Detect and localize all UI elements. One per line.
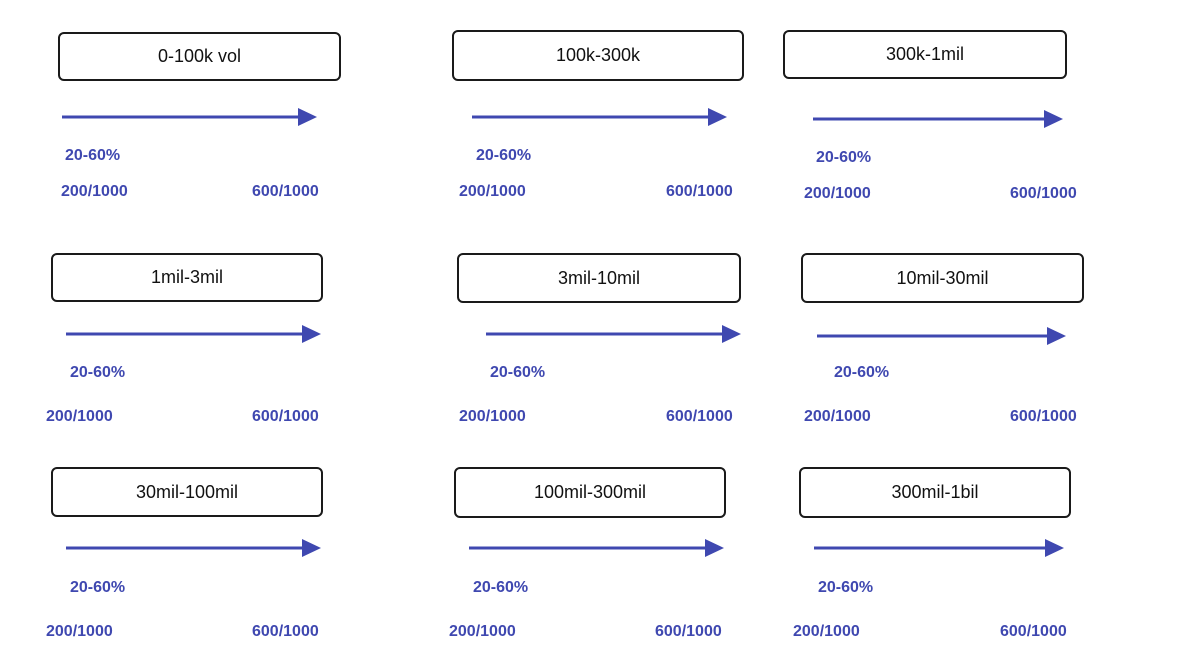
percent-label: 20-60% <box>65 147 121 164</box>
low-value: 200/1000 <box>804 408 871 425</box>
high-value: 600/1000 <box>666 183 733 200</box>
range-box-7: 100mil-300mil <box>454 467 726 518</box>
low-value: 200/1000 <box>793 623 860 640</box>
low-value: 200/1000 <box>61 183 128 200</box>
low-value: 200/1000 <box>46 623 113 640</box>
percent-label: 20-60% <box>490 364 546 381</box>
percent-label: 20-60% <box>473 579 529 596</box>
high-value: 600/1000 <box>252 408 319 425</box>
arrow-icon <box>469 539 724 557</box>
range-box-3: 1mil-3mil <box>51 253 323 302</box>
low-value: 200/1000 <box>459 183 526 200</box>
high-value: 600/1000 <box>252 623 319 640</box>
range-box-5: 10mil-30mil <box>801 253 1084 303</box>
low-value: 200/1000 <box>46 408 113 425</box>
percent-label: 20-60% <box>70 579 126 596</box>
range-box-1: 100k-300k <box>452 30 744 81</box>
low-value: 200/1000 <box>449 623 516 640</box>
high-value: 600/1000 <box>1010 185 1077 202</box>
range-box-2: 300k-1mil <box>783 30 1067 79</box>
low-value: 200/1000 <box>459 408 526 425</box>
high-value: 600/1000 <box>252 183 319 200</box>
low-value: 200/1000 <box>804 185 871 202</box>
arrow-icon <box>472 108 727 126</box>
arrow-icon <box>486 325 741 343</box>
high-value: 600/1000 <box>1000 623 1067 640</box>
percent-label: 20-60% <box>476 147 532 164</box>
percent-label: 20-60% <box>816 149 872 166</box>
percent-label: 20-60% <box>834 364 890 381</box>
range-box-8: 300mil-1bil <box>799 467 1071 518</box>
range-box-6: 30mil-100mil <box>51 467 323 517</box>
arrow-icon <box>813 110 1063 128</box>
range-box-0: 0-100k vol <box>58 32 341 81</box>
arrow-icon <box>66 539 321 557</box>
arrow-icon <box>62 108 317 126</box>
percent-label: 20-60% <box>70 364 126 381</box>
high-value: 600/1000 <box>666 408 733 425</box>
arrow-icon <box>814 539 1064 557</box>
percent-label: 20-60% <box>818 579 874 596</box>
arrow-icon <box>817 327 1066 345</box>
high-value: 600/1000 <box>655 623 722 640</box>
arrow-icon <box>66 325 321 343</box>
range-box-4: 3mil-10mil <box>457 253 741 303</box>
high-value: 600/1000 <box>1010 408 1077 425</box>
